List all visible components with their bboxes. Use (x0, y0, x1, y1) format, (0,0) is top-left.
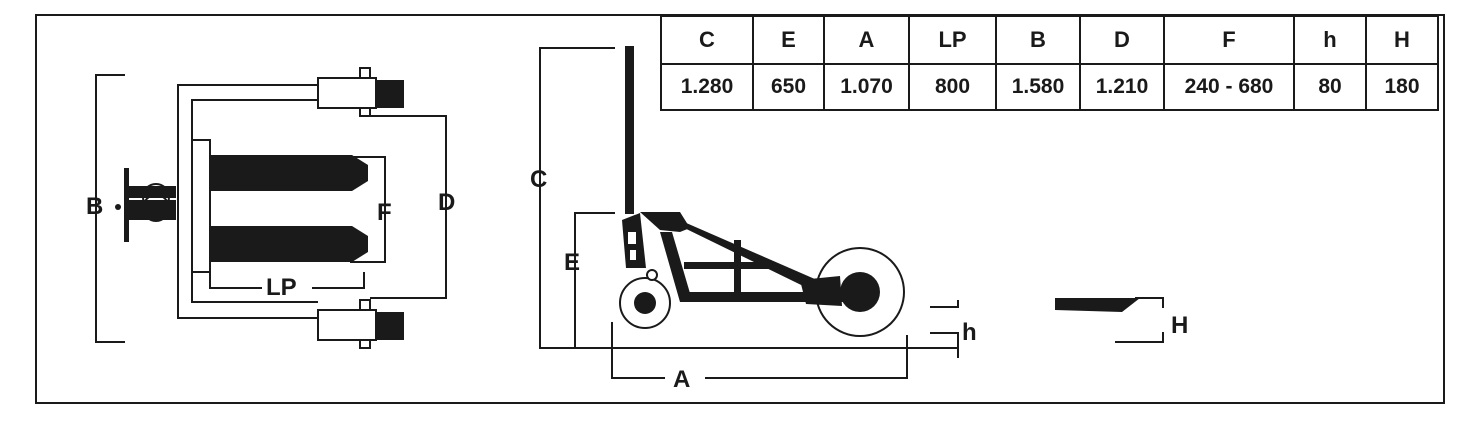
dim-b-bracket (95, 74, 125, 343)
value-h-small: 80 (1293, 63, 1367, 111)
header-b: B (995, 15, 1081, 65)
label-h-small: h (962, 319, 977, 346)
steer-wheel-hub (634, 292, 656, 314)
label-b: B (86, 193, 103, 220)
frame-upright (734, 240, 741, 295)
header-a: A (823, 15, 910, 65)
value-b: 1.580 (995, 63, 1081, 111)
label-f: F (377, 199, 392, 226)
inner-rail-top (191, 99, 318, 140)
header-f: F (1163, 15, 1295, 65)
wheel-top-tire (376, 80, 404, 108)
inner-rail-bottom (191, 270, 318, 303)
header-e: E (752, 15, 825, 65)
label-d: D (438, 189, 455, 216)
label-lp: LP (266, 274, 297, 301)
label-c: C (530, 166, 547, 193)
value-c: 1.280 (660, 63, 754, 111)
dim-hh-upper (1135, 297, 1164, 308)
fork-lower (210, 226, 368, 262)
header-lp: LP (908, 15, 997, 65)
outer-rail (177, 84, 318, 319)
frame-base (680, 292, 850, 302)
spec-table: C E A LP B D F h H 1.280 650 1.070 800 1… (660, 15, 1439, 111)
wheel-bottom-tire (376, 312, 404, 340)
dim-hh-lower (1115, 332, 1164, 343)
load-wheel-hub (840, 272, 880, 312)
value-f: 240 - 680 (1163, 63, 1295, 111)
value-a: 1.070 (823, 63, 910, 111)
dim-c-line (539, 47, 615, 349)
dim-lp-left (209, 272, 262, 289)
dim-d-line (370, 115, 447, 299)
dim-h-lower (930, 332, 959, 358)
fork-tip-detail (1115, 297, 1164, 343)
frame-crossbar (684, 262, 774, 269)
handle-bar (124, 168, 129, 242)
header-d: D (1079, 15, 1165, 65)
spec-table-header-row: C E A LP B D F h H (660, 15, 1439, 65)
header-h-small: h (1293, 15, 1367, 65)
dim-f-line (350, 156, 386, 263)
dim-a-right (705, 335, 908, 379)
wheel-bottom (317, 309, 377, 341)
frame-front-strut (660, 232, 692, 302)
dim-h-upper (930, 300, 959, 308)
back-plate (191, 139, 211, 273)
label-h-large: H (1171, 312, 1188, 339)
label-a: A (673, 366, 690, 393)
dim-a-left (611, 322, 665, 379)
dim-lp-right (312, 272, 365, 289)
wheel-top (317, 77, 377, 109)
value-d: 1.210 (1079, 63, 1165, 111)
fork-upper (210, 155, 368, 191)
dim-e-line (574, 212, 615, 348)
spec-table-value-row: 1.280 650 1.070 800 1.580 1.210 240 - 68… (660, 63, 1439, 111)
header-h-large: H (1365, 15, 1439, 65)
handle-shaft (625, 46, 634, 214)
top-view (95, 67, 447, 349)
label-e: E (564, 249, 580, 276)
value-e: 650 (752, 63, 825, 111)
value-lp: 800 (908, 63, 997, 111)
header-c: C (660, 15, 754, 65)
value-h-large: 180 (1365, 63, 1439, 111)
fork-tip (1055, 298, 1140, 312)
